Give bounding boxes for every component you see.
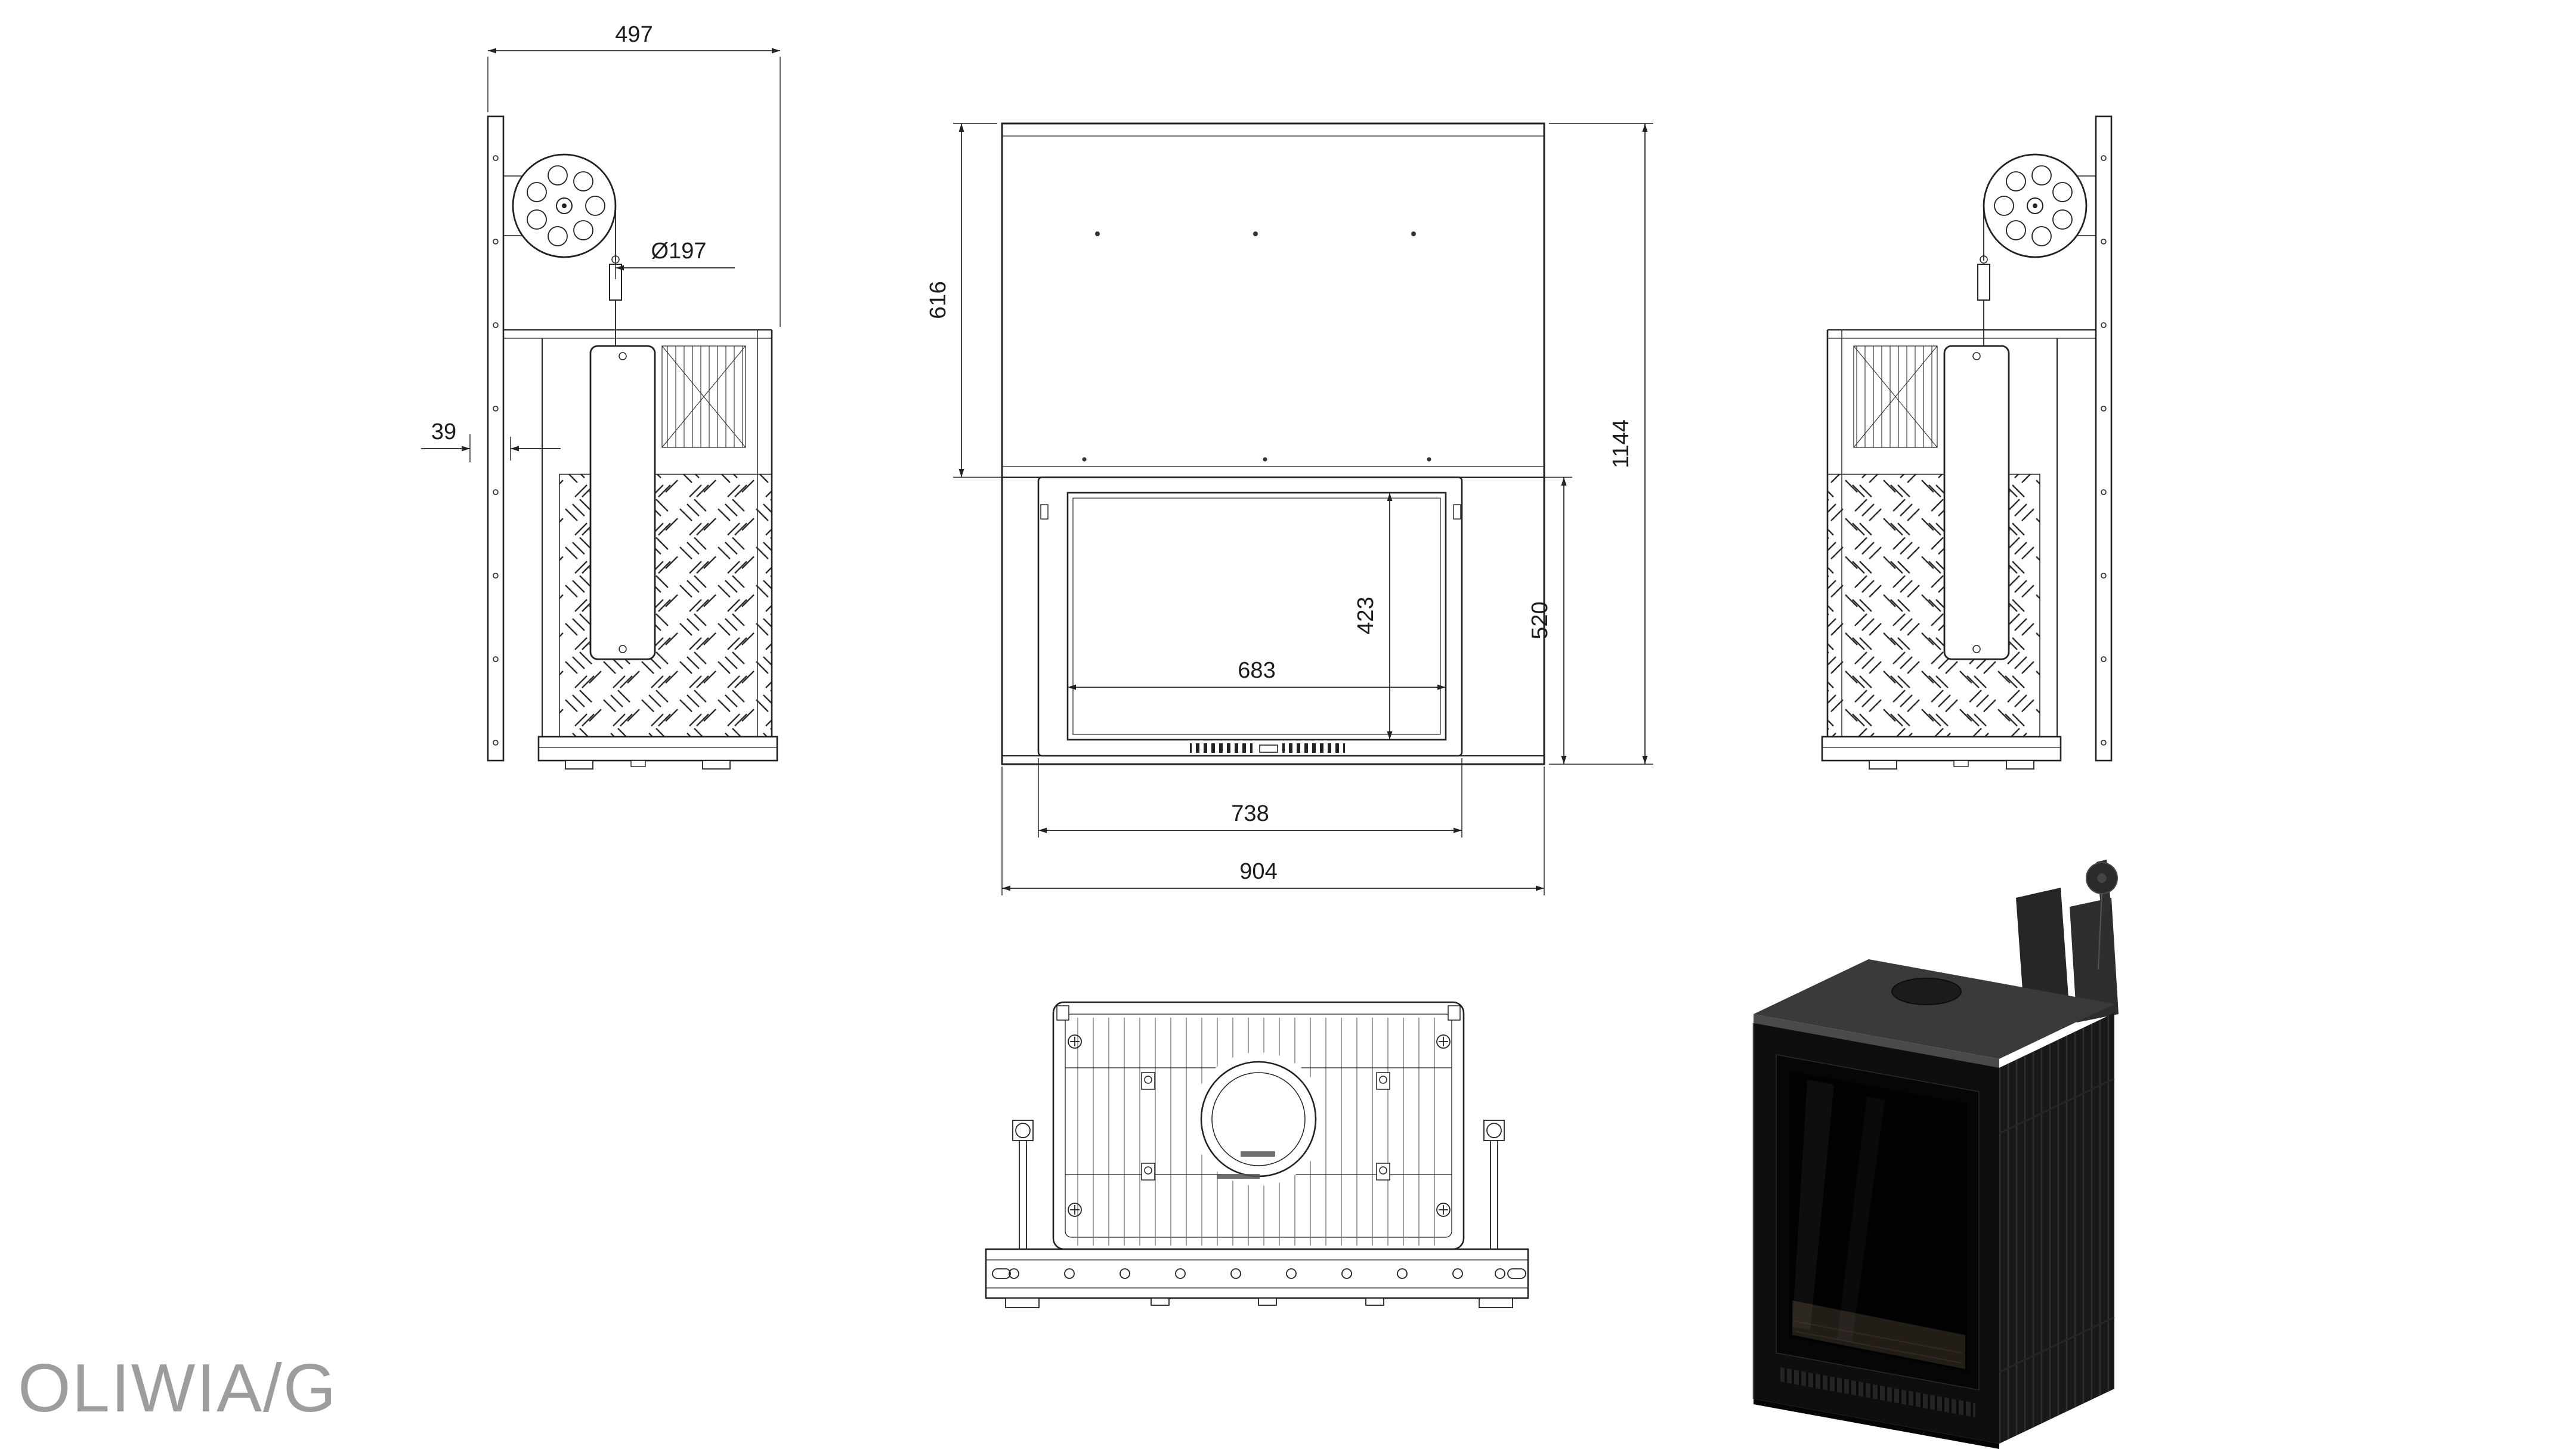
top-view (985, 1001, 1529, 1308)
dim-hood-height: 616 (926, 281, 951, 319)
left-side-view: 497 Ø197 39 (421, 22, 781, 770)
dim-total-height: 1144 (1609, 419, 1634, 468)
dim-door-width: 738 (1231, 801, 1269, 826)
product-title: OLIWIA/G (18, 1351, 338, 1426)
product-render (1752, 860, 2119, 1449)
dim-glass-width: 683 (1238, 658, 1275, 683)
stamp-text (1217, 1174, 1260, 1179)
dim-depth: 497 (615, 22, 652, 47)
front-view: 616 1144 520 423 683 738 904 (926, 122, 1653, 895)
dim-pulley-diameter: Ø197 (651, 239, 707, 264)
dim-back-offset: 39 (431, 419, 456, 444)
right-side-view (1821, 115, 2113, 770)
dim-total-width: 904 (1239, 859, 1277, 884)
dim-lower-height: 520 (1527, 601, 1553, 639)
stamp-text (1241, 1151, 1275, 1157)
dim-glass-height: 423 (1353, 597, 1378, 634)
